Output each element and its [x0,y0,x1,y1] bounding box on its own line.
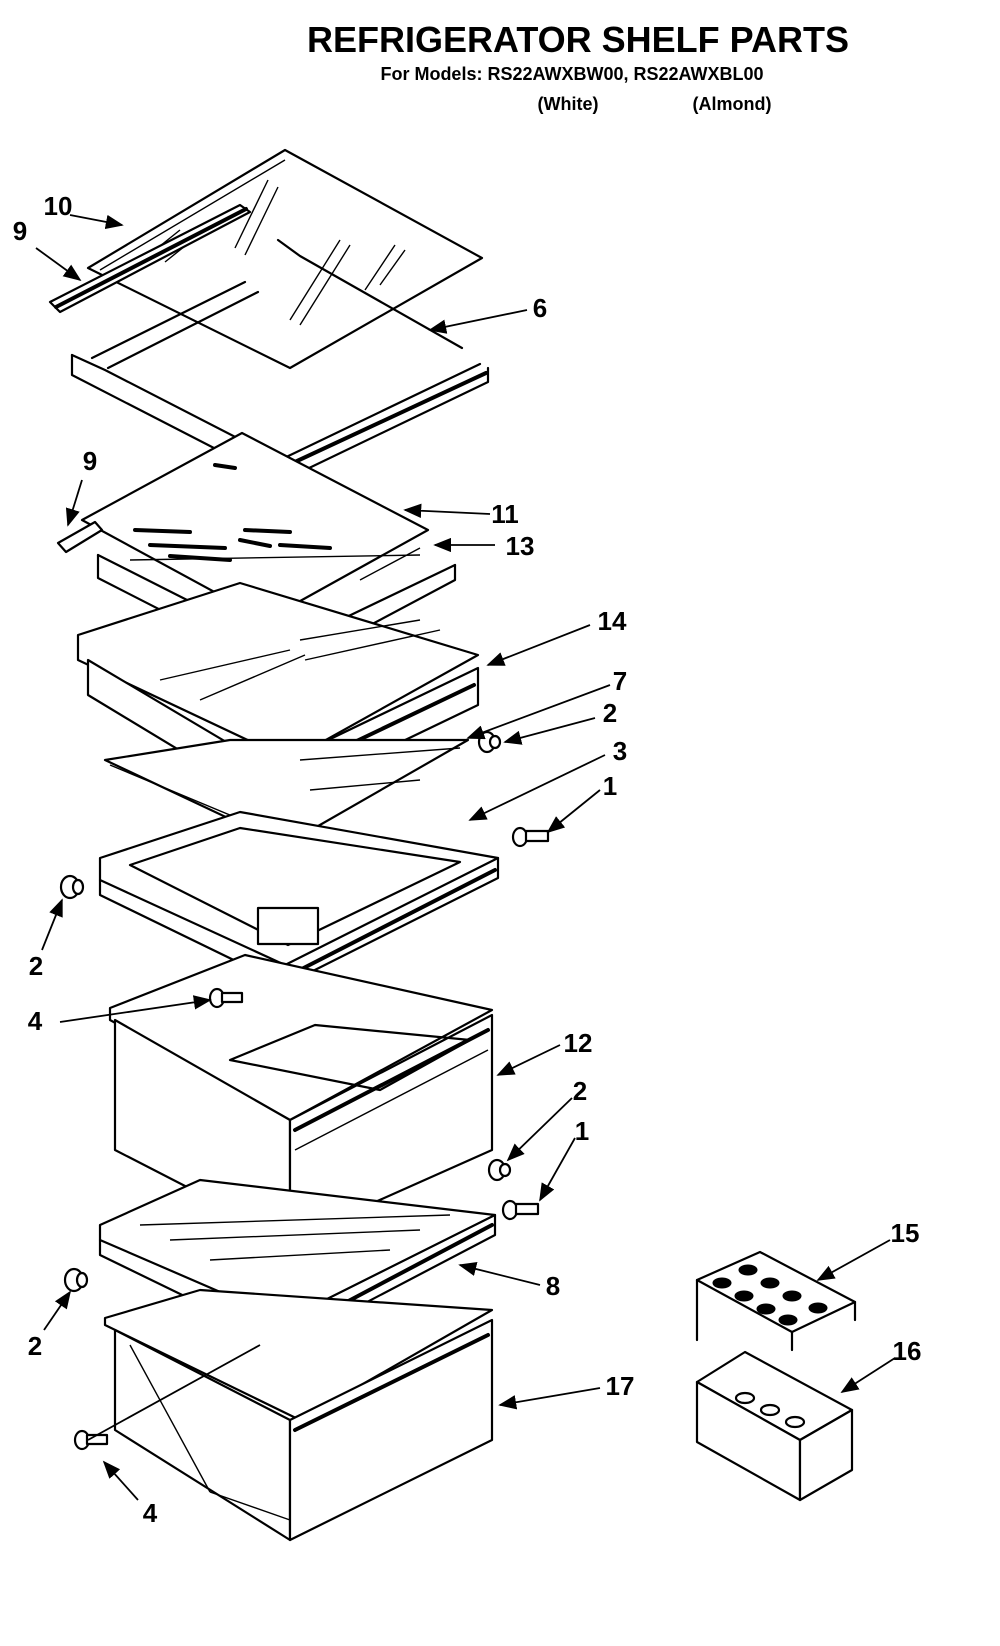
callout-2-c: 2 [573,1076,587,1106]
callout-10: 10 [44,191,73,221]
callout-1-a: 1 [603,771,617,801]
callout-2-d: 2 [28,1331,42,1361]
part-15-egg-tray [695,1250,857,1352]
part-3-cover-frame [98,810,500,987]
callout-9-top: 9 [13,216,27,246]
page-title: REFRIGERATOR SHELF PARTS [307,19,849,60]
callout-4-a: 4 [28,1006,43,1036]
callout-8: 8 [546,1271,560,1301]
callout-11: 11 [491,499,519,529]
part-1-screw-b [501,1199,540,1221]
part-2-bushing-a [477,730,502,754]
part-4-pin-b [73,1429,109,1451]
callout-17: 17 [606,1371,635,1401]
callout-labels: 10 9 6 9 11 13 14 7 2 3 1 2 4 12 2 1 15 … [13,191,922,1528]
part-2-bushing-d [63,1267,89,1293]
part-17-lower-drawer [103,1288,494,1542]
callout-6: 6 [533,293,547,323]
part-9-trim-strip-middle [56,520,104,554]
callout-12: 12 [564,1028,593,1058]
callout-14: 14 [598,606,627,636]
models-line: For Models: RS22AWXBW00, RS22AWXBL00 [380,64,763,84]
part-1-screw-a [511,826,550,848]
callout-9-middle: 9 [83,446,97,476]
part-2-bushing-c [487,1158,512,1182]
callout-16: 16 [893,1336,922,1366]
part-16-egg-bin [695,1350,854,1502]
callout-15: 15 [891,1218,920,1248]
callout-13: 13 [506,531,535,561]
part-9-trim-strip-top [48,203,252,314]
callout-4-b: 4 [143,1498,158,1528]
callout-2-a: 2 [603,698,617,728]
color-white: (White) [538,94,599,114]
callout-3: 3 [613,736,627,766]
part-2-bushing-b [59,874,85,900]
leader-lines [35,214,896,1501]
color-almond: (Almond) [693,94,772,114]
callout-1-b: 1 [575,1116,589,1146]
part-11-glass-insert [80,431,430,622]
callout-7: 7 [613,666,627,696]
callout-2-b: 2 [29,951,43,981]
